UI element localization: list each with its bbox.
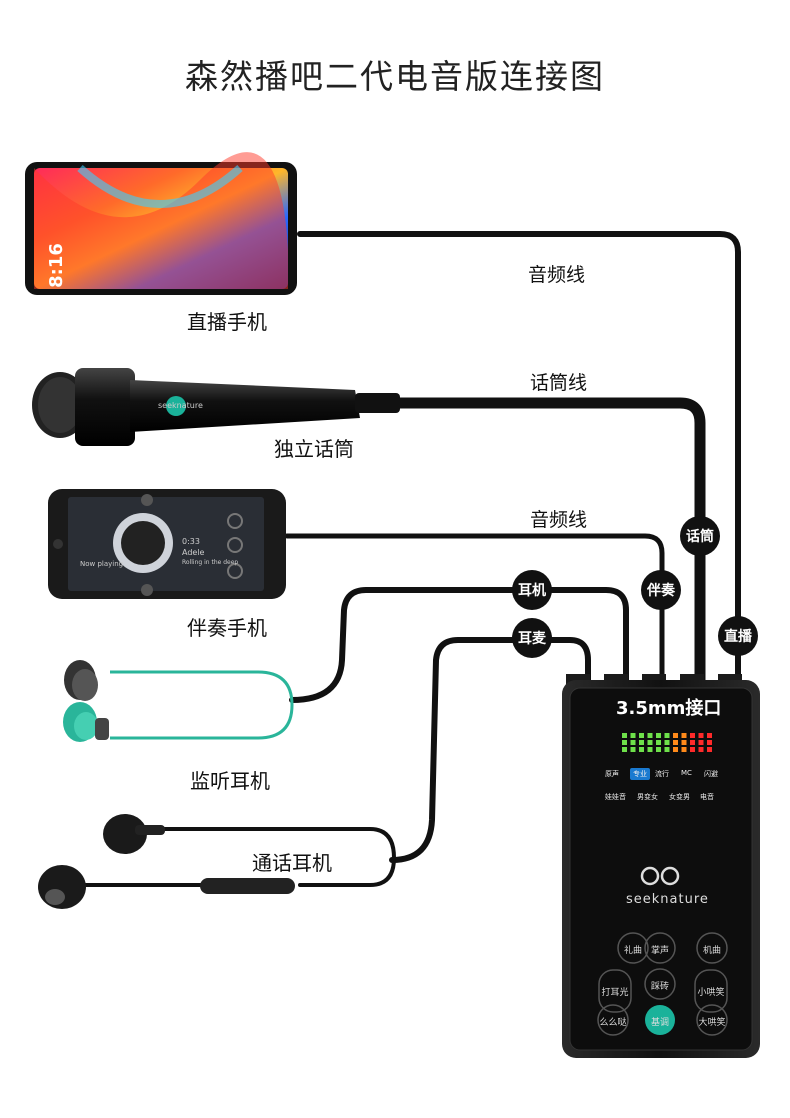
- led-segment: [664, 747, 670, 752]
- effect-female-male[interactable]: 女变男: [669, 793, 690, 801]
- badge-earphone: 耳机: [512, 570, 552, 610]
- led-segment: [647, 747, 653, 752]
- led-segment: [690, 747, 695, 752]
- led-segment: [656, 733, 661, 738]
- led-segment: [656, 747, 661, 752]
- badge-earmic: 耳麦: [512, 618, 552, 658]
- led-segment: [656, 740, 661, 745]
- track-artist: Adele: [182, 548, 205, 557]
- btn-gift-song[interactable]: 礼曲: [623, 946, 642, 956]
- led-segment: [673, 733, 678, 738]
- led-segment: [630, 733, 636, 738]
- cable-mic: [389, 397, 706, 686]
- call-earphone-graphic: [38, 814, 295, 909]
- cable-label-mic: 话筒线: [530, 372, 588, 394]
- led-segment: [630, 740, 636, 745]
- cable-label-audio-top: 音频线: [528, 264, 586, 286]
- led-segment: [698, 733, 704, 738]
- accomp-phone-graphic: [48, 489, 286, 599]
- btn-brick[interactable]: 踩砖: [650, 982, 669, 992]
- label-mic: 独立话筒: [274, 437, 354, 461]
- led-segment: [622, 747, 627, 752]
- label-accomp-phone: 伴奏手机: [187, 616, 267, 640]
- call-earphone-cords: [78, 827, 397, 887]
- microphone-graphic: [32, 368, 400, 446]
- led-segment: [681, 740, 687, 745]
- led-segment: [664, 740, 670, 745]
- cable-call-earphone: [389, 637, 591, 863]
- badge-mic: 话筒: [680, 516, 720, 556]
- effect-electro[interactable]: 电音: [700, 793, 714, 801]
- mode-mc[interactable]: MC: [681, 769, 692, 777]
- mode-original[interactable]: 原声: [605, 770, 619, 778]
- led-segment: [707, 733, 712, 738]
- label-live-phone: 直播手机: [187, 310, 267, 334]
- track-time: 0:33: [182, 537, 200, 546]
- cable-monitor-earphone: [289, 587, 629, 703]
- led-segment: [664, 733, 670, 738]
- led-segment: [630, 747, 636, 752]
- led-segment: [690, 733, 695, 738]
- led-segment: [647, 733, 653, 738]
- mic-brand: seeknature: [158, 401, 203, 410]
- led-segment: [673, 747, 678, 752]
- btn-kiss[interactable]: 么么哒: [599, 1018, 627, 1028]
- btn-big-laugh[interactable]: 大哄笑: [698, 1018, 726, 1028]
- led-segment: [673, 740, 678, 745]
- led-segment: [698, 747, 704, 752]
- monitor-earphone-cord: [110, 670, 294, 740]
- page-title: 森然播吧二代电音版连接图: [185, 57, 605, 96]
- led-segment: [639, 733, 644, 738]
- led-segment: [707, 740, 712, 745]
- track-song: Rolling in the deep: [182, 559, 239, 566]
- label-monitor-earphone: 监听耳机: [190, 769, 270, 793]
- cable-accomp-phone: [284, 533, 665, 683]
- cable-label-audio-mid: 音频线: [530, 509, 588, 531]
- btn-tone[interactable]: 基调: [650, 1018, 669, 1028]
- effect-baby[interactable]: 娃娃音: [605, 793, 626, 801]
- soundcard-graphic: [562, 674, 760, 1058]
- led-segment: [647, 740, 653, 745]
- mode-pro[interactable]: 专业: [630, 768, 650, 780]
- mode-dodge[interactable]: 闪避: [704, 770, 718, 778]
- mode-pop[interactable]: 流行: [655, 770, 669, 778]
- soundcard-brand: seeknature: [626, 892, 709, 907]
- led-segment: [639, 747, 644, 752]
- led-segment: [681, 733, 687, 738]
- phone-time: 8:16: [45, 243, 67, 288]
- led-segment: [698, 740, 704, 745]
- cable-live-phone: [297, 231, 741, 683]
- level-meter: [622, 733, 712, 752]
- label-call-earphone: 通话耳机: [252, 851, 332, 875]
- led-segment: [622, 733, 627, 738]
- led-segment: [707, 747, 712, 752]
- now-playing-text: Now playing: [80, 560, 124, 568]
- led-segment: [690, 740, 695, 745]
- btn-applause[interactable]: 掌声: [650, 946, 669, 956]
- monitor-earphone-graphic: [63, 660, 109, 742]
- live-phone-graphic: [25, 152, 297, 295]
- badge-live: 直播: [718, 616, 758, 656]
- btn-machine-song[interactable]: 机曲: [702, 946, 721, 956]
- btn-slap[interactable]: 打耳光: [601, 988, 629, 998]
- led-segment: [639, 740, 644, 745]
- port-title: 3.5mm接口: [616, 698, 722, 719]
- led-segment: [622, 740, 627, 745]
- led-segment: [681, 747, 687, 752]
- btn-small-laugh[interactable]: 小哄笑: [697, 988, 725, 998]
- badge-accomp: 伴奏: [641, 570, 681, 610]
- effect-male-female[interactable]: 男变女: [637, 793, 658, 801]
